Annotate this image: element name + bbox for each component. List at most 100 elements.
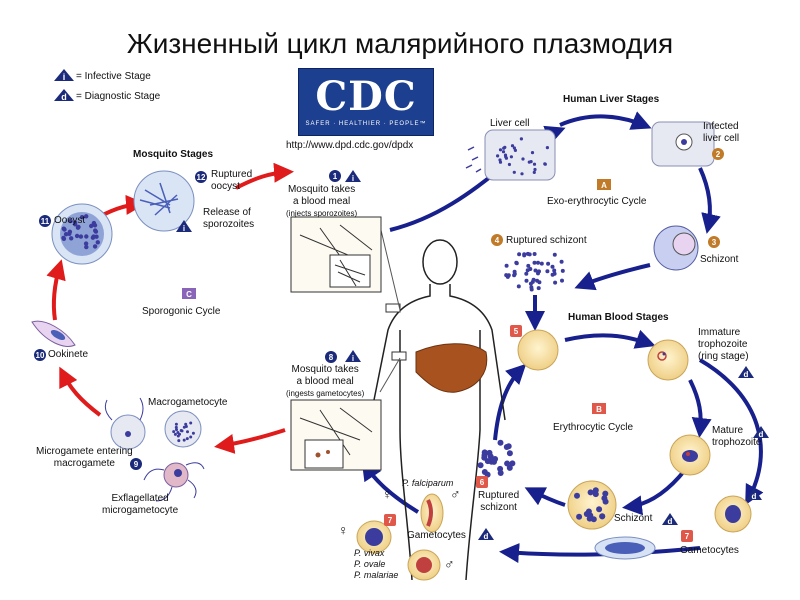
gametocytes-right-label: Gametocytes [680,545,739,556]
parasite-dot [504,263,509,268]
exflag-line2: microgametocyte [102,505,179,516]
parasite-dot [532,260,537,265]
parasite-dot [519,137,524,141]
parasite-dot [525,268,530,273]
cycle-b-letter: B [596,405,602,414]
parasite-dot [178,432,181,436]
parasite-dot [506,273,511,278]
parasite-dot [91,220,97,226]
badge-7-left: 7 [388,516,393,525]
parasite-dot [526,263,531,268]
badge-10: 10 [36,351,45,360]
gametocytes-left-images [356,493,444,581]
marker-d-gametocytes-left: d [484,532,489,541]
arrow-schizont-to-ruptured-blood [524,487,566,507]
mature-line1: Mature [712,425,744,436]
step8-line2: a blood meal [296,376,354,387]
legend-d-symbol: d [61,92,67,102]
parasite-dot [536,286,541,291]
parasite-dot [84,244,89,250]
parasite-dot [93,228,98,233]
cdc-logo-tagline: SAFER · HEALTHIER · PEOPLE™ [305,121,427,127]
parasite-dot [512,269,517,274]
liver-schizont-label: Schizont [700,254,739,265]
macrogametocyte-image [164,410,202,448]
parasite-dot [586,515,593,522]
parasite-dot [552,268,557,273]
parasite-dot [532,170,536,174]
parasite-dot [92,244,98,249]
p-vivax-label: P. vivax [354,548,385,558]
parasite-dot [69,236,74,241]
ruptured-oocyst-image [133,170,195,232]
parasite-dot [559,259,564,264]
macrogametocyte-label: Macrogametocyte [148,397,228,408]
parasite-dot [78,234,84,239]
ruptured-oocyst-line2: oocyst [211,181,240,192]
parasite-dot [174,425,178,429]
liver-cell-label: Liver cell [490,118,530,129]
badge-9: 9 [134,460,139,469]
parasite-dot [497,470,504,476]
parasite-dot [535,278,540,283]
parasite-dot [191,431,195,435]
parasite-dot [560,268,565,273]
immature-trophozoite-label: Immature trophozoite (ring stage) [698,327,749,363]
gametocytes-left-label: Gametocytes [407,530,466,541]
marker-d-mature: d [759,430,764,439]
microgamete-line1: Microgamete entering [36,446,133,457]
liver-stages-heading: Human Liver Stages [563,94,660,105]
parasite-dot [516,284,521,289]
arrow-ruptured-to-inject [235,162,294,190]
page-title: Жизненный цикл малярийного плазмодия [126,28,674,59]
ruptured-oocyst-line1: Ruptured [211,169,253,180]
parasite-dot [514,260,519,265]
female-symbol-top: ♀ [382,486,393,502]
p-malariae-label: P. malariae [354,570,399,580]
cdc-logo: CDC SAFER · HEALTHIER · PEOPLE™ [298,68,434,136]
parasite-dot [536,260,540,265]
parasite-dot [533,268,538,273]
microgamete-image [104,397,146,450]
parasite-dot [507,162,511,167]
parasite-dot [501,150,506,154]
parasite-dot [545,269,550,274]
parasite-dot [182,425,186,429]
exflagellated-label: Exflagellated microgametocyte [102,493,178,517]
erythrocytic-cycle-label: Erythrocytic Cycle [553,422,634,433]
parasite-dot [67,231,72,236]
immature-line2: trophozoite [698,339,748,350]
cycle-a-letter: A [601,181,607,190]
arrow-mature-to-schizont [622,468,687,516]
arrow-infected-to-schizont [698,167,721,234]
parasite-dot [186,430,189,434]
parasite-dot [543,162,547,166]
arrow-schizont-to-ruptured [574,263,651,291]
legend-i-symbol: i [63,72,66,82]
parasite-dot [552,252,557,257]
parasite-dot [583,511,590,517]
parasite-dot [506,450,513,457]
ruptured-blood-line1: Ruptured [478,490,520,501]
parasite-dot [599,513,606,520]
parasite-dot [517,252,522,257]
parasite-dot [545,146,550,150]
parasite-dot [477,462,484,469]
male-symbol-top: ♂ [450,486,461,502]
p-ovale-label: P. ovale [354,559,386,569]
parasite-dot [73,222,78,227]
parasite-dot [83,241,89,246]
exo-erythrocytic-label: Exo-erythrocytic Cycle [547,196,647,207]
step8-line1: Mosquito takes [291,364,359,375]
parasite-dot [174,422,178,426]
parasite-dot [61,226,66,231]
arrow-ring-to-mature [688,379,712,438]
parasite-dot [185,437,189,441]
mosquito-inset-bottom [290,399,382,471]
human-silhouette [369,239,506,581]
parasite-dot [550,272,555,277]
cdc-url-link[interactable]: http://www.dpd.cdc.gov/dpdx [286,140,414,151]
parasite-dot [522,252,527,257]
step1-line3: (injects sporozoites) [286,209,358,218]
